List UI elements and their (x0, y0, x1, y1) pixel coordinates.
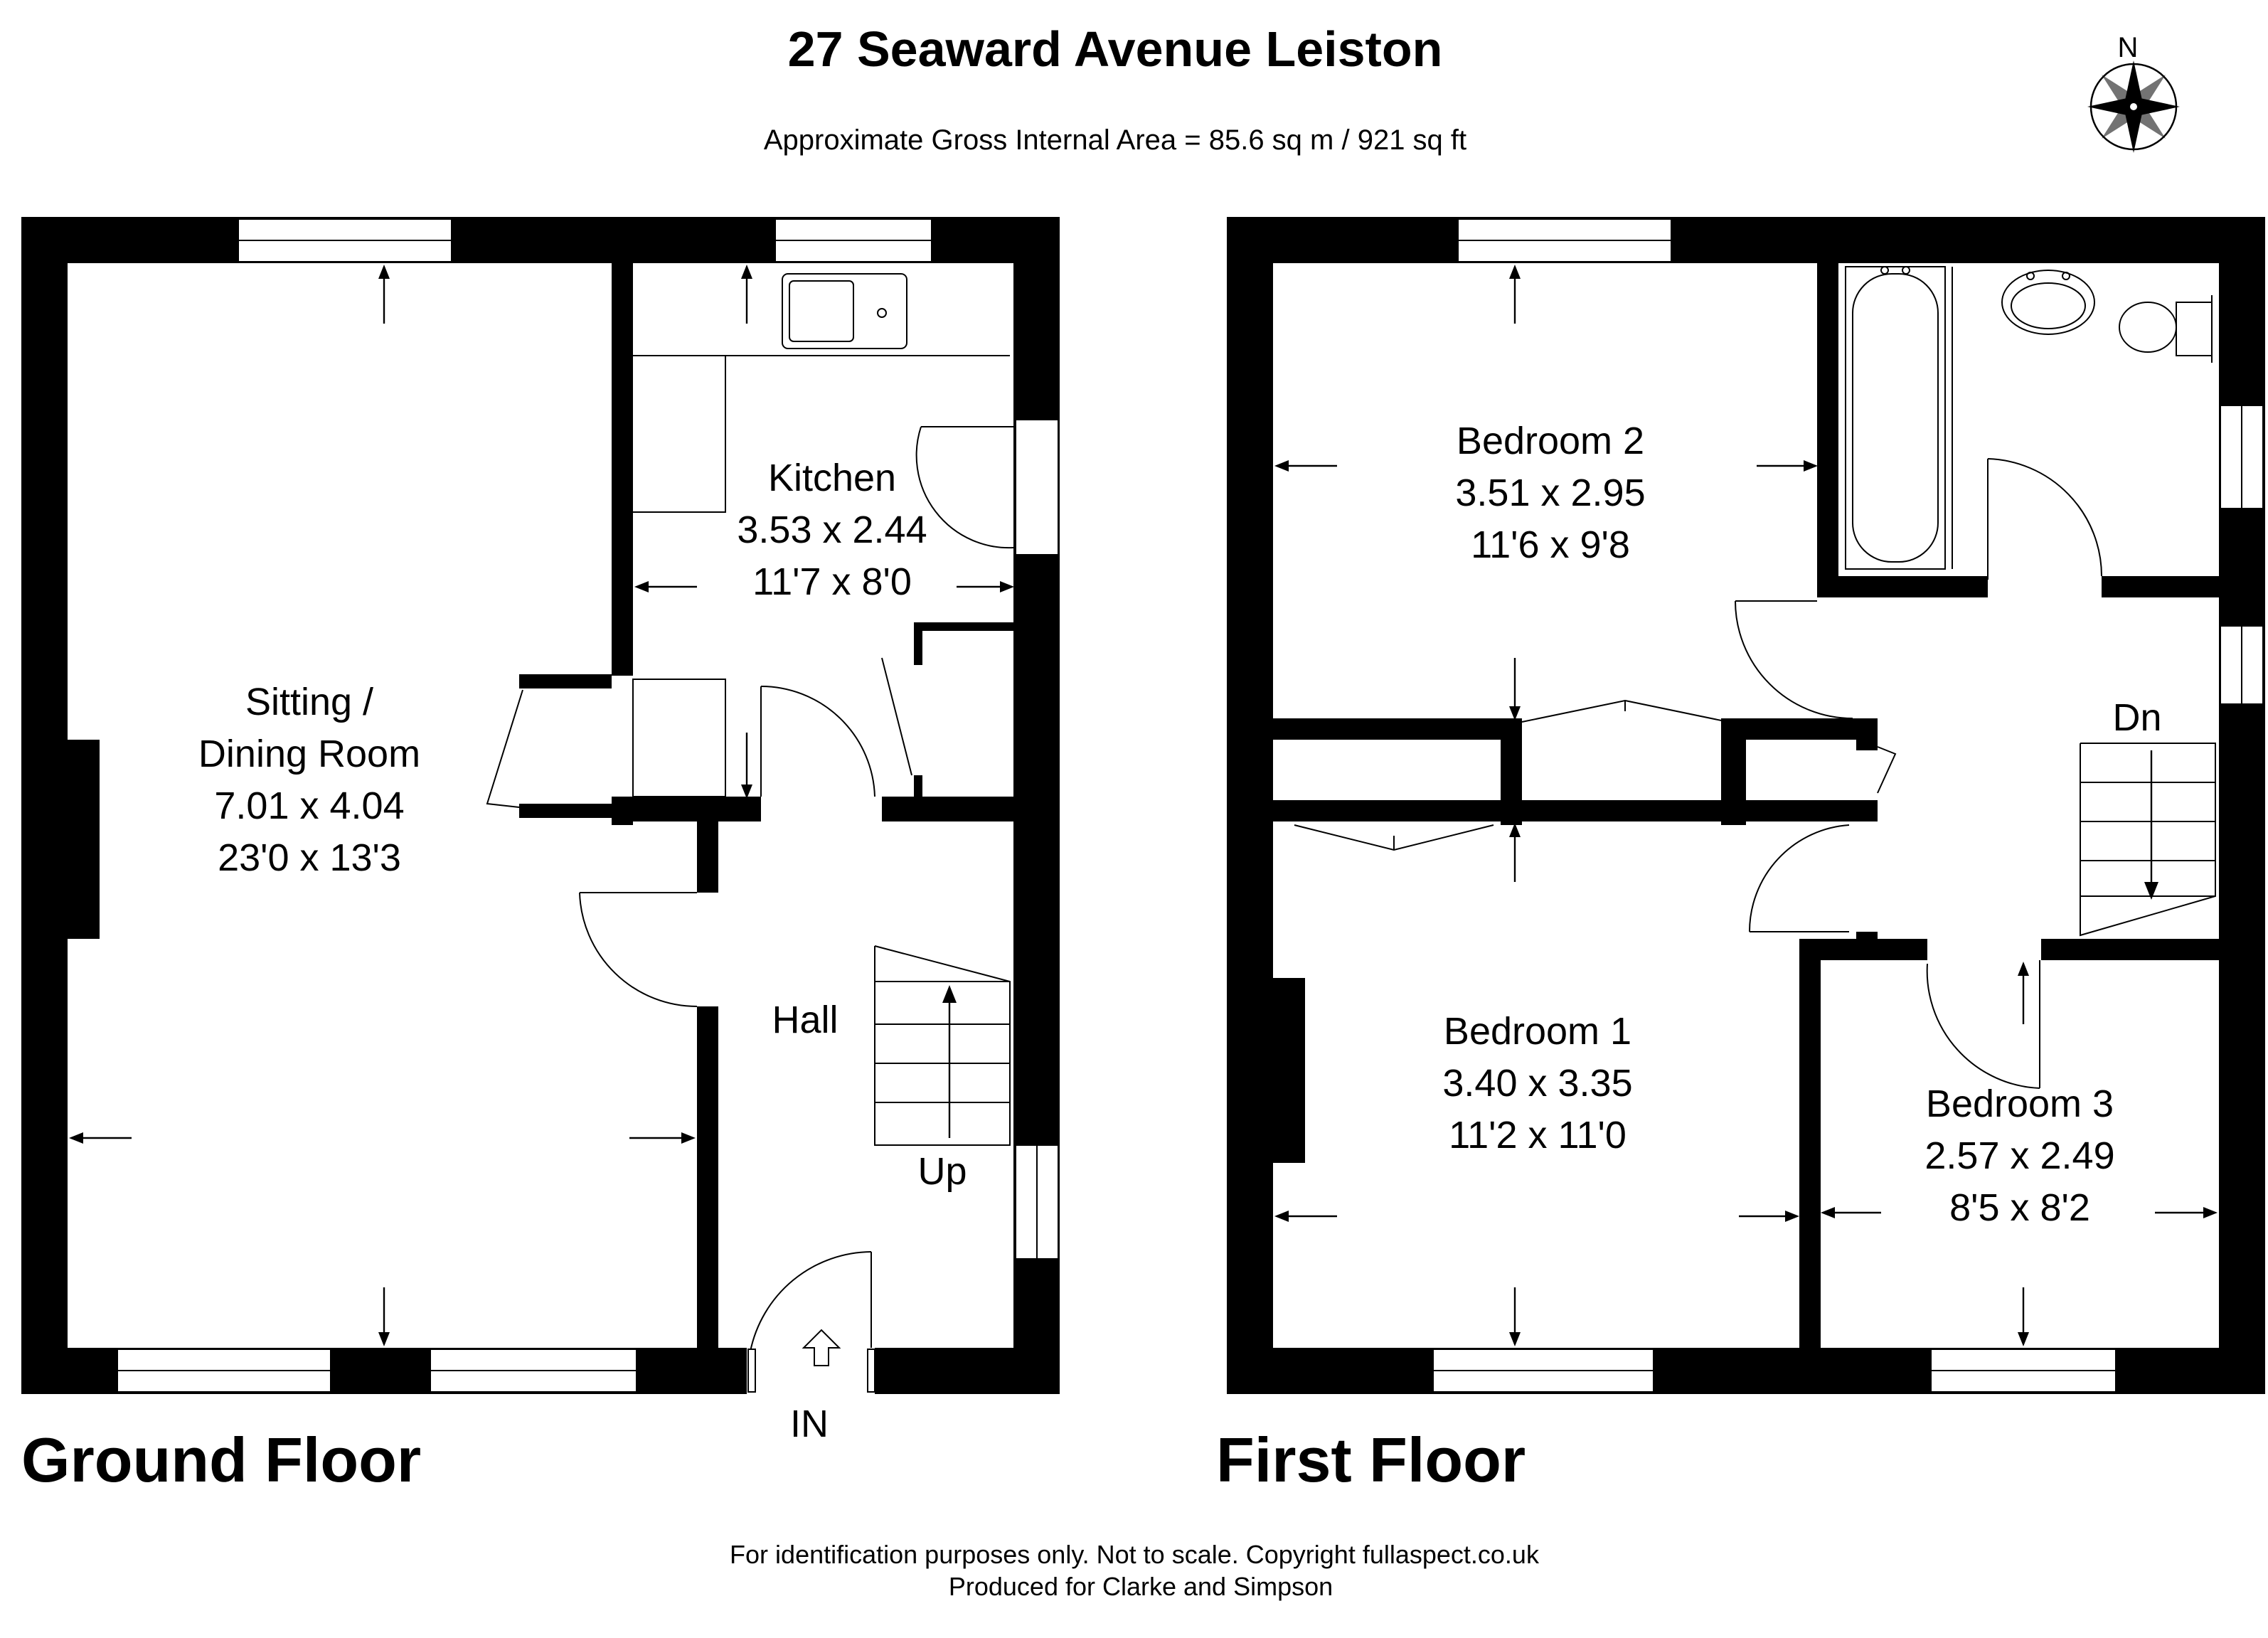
toilet-icon (2119, 302, 2177, 353)
first-floor-windows (1432, 218, 2264, 1393)
bedroom3-metric: 2.57 x 2.49 (1924, 1134, 2114, 1177)
ground-floor-walls (21, 217, 1060, 1394)
sitting-room-imperial: 23'0 x 13'3 (218, 836, 401, 879)
bedroom2-metric: 3.51 x 2.95 (1455, 472, 1645, 514)
footer-produced-for: Produced for Clarke and Simpson (949, 1572, 1333, 1601)
ground-stairs-label: Up (917, 1150, 967, 1193)
kitchen-imperial: 11'7 x 8'0 (752, 560, 912, 603)
ground-floor-dimension-arrows (69, 265, 1014, 1366)
first-stairs-label: Dn (2112, 696, 2161, 739)
sitting-room-metric: 7.01 x 4.04 (214, 785, 404, 827)
bedroom3-name: Bedroom 3 (1926, 1083, 2114, 1125)
ground-floor-title: Ground Floor (21, 1425, 421, 1495)
bedroom2-imperial: 11'6 x 9'8 (1471, 523, 1630, 566)
compass-north-label: N (2118, 32, 2139, 63)
kitchen-name: Kitchen (768, 457, 896, 499)
bedroom2-name: Bedroom 2 (1457, 420, 1644, 462)
bathroom-fittings (1845, 266, 2213, 570)
ground-floor-doors (486, 426, 1014, 1393)
property-title: 27 Seaward Avenue Leiston (788, 21, 1443, 77)
sitting-room-name-line2: Dining Room (198, 733, 420, 775)
ground-floor-stairs (874, 945, 1011, 1146)
kitchen-metric: 3.53 x 2.44 (737, 509, 927, 551)
first-floor-doors (1294, 458, 2102, 1089)
ground-floor-windows (117, 218, 1059, 1393)
bedroom1-metric: 3.40 x 3.35 (1442, 1062, 1632, 1105)
entrance-arrow-icon (802, 1329, 841, 1366)
bedroom3-imperial: 8'5 x 8'2 (1949, 1186, 2090, 1229)
footer-disclaimer: For identification purposes only. Not to… (730, 1540, 1540, 1569)
first-floor-plan: Bedroom 2 3.51 x 2.95 11'6 x 9'8 Bedroom… (1227, 217, 2265, 1394)
kitchen-fittings (632, 273, 1010, 797)
bedroom1-imperial: 11'2 x 11'0 (1449, 1114, 1627, 1156)
first-floor-title: First Floor (1216, 1425, 1526, 1495)
compass-rose-icon: N (2087, 32, 2180, 153)
sink-icon (782, 273, 907, 349)
bath-icon (1845, 266, 1946, 570)
first-floor-dimension-arrows (1274, 265, 2218, 1346)
hall-name: Hall (772, 999, 838, 1041)
entrance-label: IN (790, 1403, 829, 1445)
gross-internal-area: Approximate Gross Internal Area = 85.6 s… (764, 124, 1466, 156)
sitting-room-name-line1: Sitting / (245, 681, 373, 723)
ground-floor-plan: Sitting / Dining Room 7.01 x 4.04 23'0 x… (21, 217, 1060, 1445)
first-floor-stairs (2080, 743, 2216, 937)
basin-icon (2001, 270, 2095, 335)
first-floor-walls (1227, 217, 2265, 1394)
bedroom1-name: Bedroom 1 (1444, 1010, 1631, 1053)
